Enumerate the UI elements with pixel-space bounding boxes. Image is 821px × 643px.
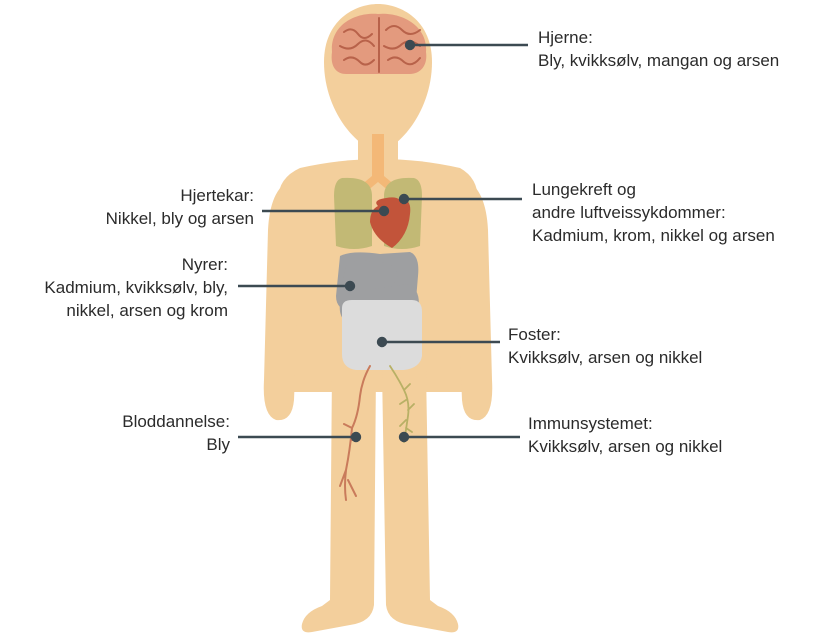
label-blood-title: Bloddannelse: — [122, 410, 230, 433]
label-lungs: Lungekreft og andre luftveissykdommer: K… — [532, 178, 775, 247]
label-immune: Immunsystemet: Kvikksølv, arsen og nikke… — [528, 412, 722, 458]
label-fetus: Foster: Kvikksølv, arsen og nikkel — [508, 323, 702, 369]
label-immune-detail: Kvikksølv, arsen og nikkel — [528, 435, 722, 458]
label-kidneys: Nyrer: Kadmium, kvikksølv, bly, nikkel, … — [44, 253, 228, 322]
kidneys-and-organs — [336, 252, 422, 370]
label-lungs-detail: Kadmium, krom, nikkel og arsen — [532, 224, 775, 247]
label-immune-title: Immunsystemet: — [528, 412, 722, 435]
label-lungs-line2: andre luftveissykdommer: — [532, 201, 775, 224]
label-brain-title: Hjerne: — [538, 26, 779, 49]
label-brain-detail: Bly, kvikksølv, mangan og arsen — [538, 49, 779, 72]
label-kidneys-line2: Kadmium, kvikksølv, bly, — [44, 276, 228, 299]
label-blood-detail: Bly — [122, 433, 230, 456]
right-leg-shape — [382, 370, 458, 632]
left-leg-shape — [302, 370, 376, 632]
label-fetus-detail: Kvikksølv, arsen og nikkel — [508, 346, 702, 369]
label-lungs-line1: Lungekreft og — [532, 178, 775, 201]
label-kidneys-detail: nikkel, arsen og krom — [44, 299, 228, 322]
label-brain: Hjerne: Bly, kvikksølv, mangan og arsen — [538, 26, 779, 72]
label-kidneys-title: Nyrer: — [44, 253, 228, 276]
label-heart-title: Hjertekar: — [106, 184, 254, 207]
label-heart: Hjertekar: Nikkel, bly og arsen — [106, 184, 254, 230]
label-heart-detail: Nikkel, bly og arsen — [106, 207, 254, 230]
label-fetus-title: Foster: — [508, 323, 702, 346]
label-blood: Bloddannelse: Bly — [122, 410, 230, 456]
